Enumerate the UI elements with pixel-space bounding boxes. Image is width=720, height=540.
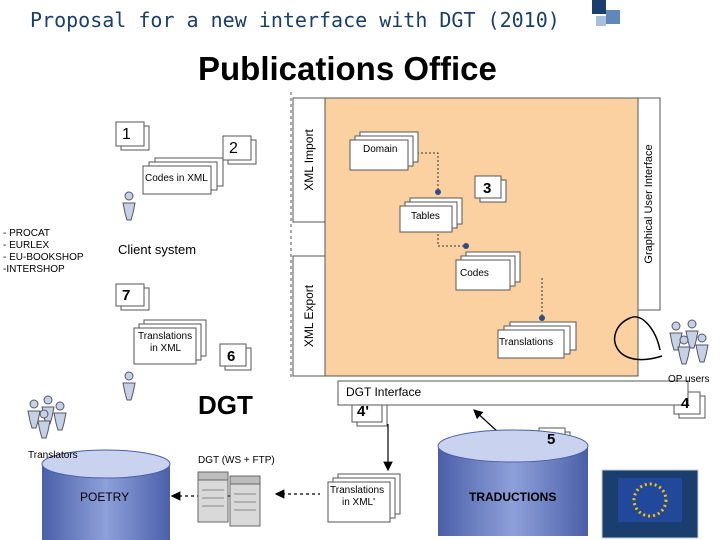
system-intershop: -INTERSHOP xyxy=(3,264,65,275)
dgt-ws-ftp-label: DGT (WS + FTP) xyxy=(198,455,275,466)
step-4-label: 4 xyxy=(681,395,690,412)
translations-label: Translations xyxy=(499,337,554,348)
poetry-label: POETRY xyxy=(80,490,130,504)
page-title: Proposal for a new interface with DGT (2… xyxy=(30,8,560,32)
xml-import-bar xyxy=(292,97,326,223)
step-1-box xyxy=(115,121,150,151)
dgt-label: DGT xyxy=(198,390,253,420)
user-icon xyxy=(122,191,136,221)
logo-squares xyxy=(592,0,620,26)
connector-dot xyxy=(539,315,545,321)
step-3-box xyxy=(474,175,507,203)
op-users-icon xyxy=(669,319,709,365)
domain-label: Domain xyxy=(363,144,398,155)
tables-label: Tables xyxy=(411,211,440,222)
step-5-label: 5 xyxy=(547,431,556,448)
system-procat: - PROCAT xyxy=(3,228,51,239)
server-icon xyxy=(197,471,229,523)
gui-bar xyxy=(637,97,661,311)
connector-dot xyxy=(435,189,441,195)
op-users-label: OP users xyxy=(668,374,710,385)
translations-in-xml-prime-document xyxy=(327,473,401,523)
step-6-box xyxy=(219,343,252,371)
poetry-database xyxy=(41,449,171,540)
system-eurlex: - EURLEX xyxy=(3,240,50,251)
xml-export-label: XML Export xyxy=(302,284,316,348)
connector-dot xyxy=(463,243,469,249)
step-1-label: 1 xyxy=(122,126,131,143)
step-6-label: 6 xyxy=(227,348,236,365)
codes-in-xml-label: Codes in XML xyxy=(145,173,208,184)
codes-in-xml-document xyxy=(142,157,224,195)
codes-label: Codes xyxy=(460,268,489,279)
client-system-label: Client system xyxy=(118,242,197,257)
step-3-label: 3 xyxy=(483,180,492,197)
translations-in-xml-p-label-2: in XML' xyxy=(342,497,376,508)
step-7-label: 7 xyxy=(122,287,131,304)
diagram-title: Publications Office xyxy=(198,50,497,87)
translators-label: Translators xyxy=(28,450,78,461)
dgt-interface-bar xyxy=(337,380,689,406)
translations-document xyxy=(497,321,577,359)
op-users-loop xyxy=(613,316,663,361)
dgt-interface-label: DGT Interface xyxy=(346,385,422,399)
eu-flag-logo xyxy=(601,469,699,539)
arrow-to-dgt-interface xyxy=(473,409,499,433)
translators-icon xyxy=(27,395,67,439)
translations-in-xml-p-label-1: Translations xyxy=(330,485,385,496)
xml-export-bar xyxy=(292,255,326,377)
connector-domain-tables xyxy=(405,152,439,192)
xml-import-label: XML Import xyxy=(302,129,316,191)
translations-in-xml-document xyxy=(133,319,207,365)
gui-label: Graphical User Interface xyxy=(643,144,655,264)
traductions-label: TRADUCTIONS xyxy=(469,490,557,504)
step-7-box xyxy=(115,283,150,311)
server-icon xyxy=(229,475,261,527)
domain-document xyxy=(349,131,419,171)
system-eu-bookshop: - EU-BOOKSHOP xyxy=(3,252,84,263)
step-2-label: 2 xyxy=(229,140,238,157)
user-icon xyxy=(122,371,136,401)
translations-in-xml-label-1: Translations xyxy=(138,331,193,342)
traductions-database xyxy=(437,429,589,536)
tables-document xyxy=(399,197,463,233)
step-4p-label: 4' xyxy=(357,403,369,420)
translations-in-xml-label-2: in XML xyxy=(150,343,182,354)
codes-document xyxy=(455,251,521,291)
step-2-box xyxy=(222,135,257,165)
